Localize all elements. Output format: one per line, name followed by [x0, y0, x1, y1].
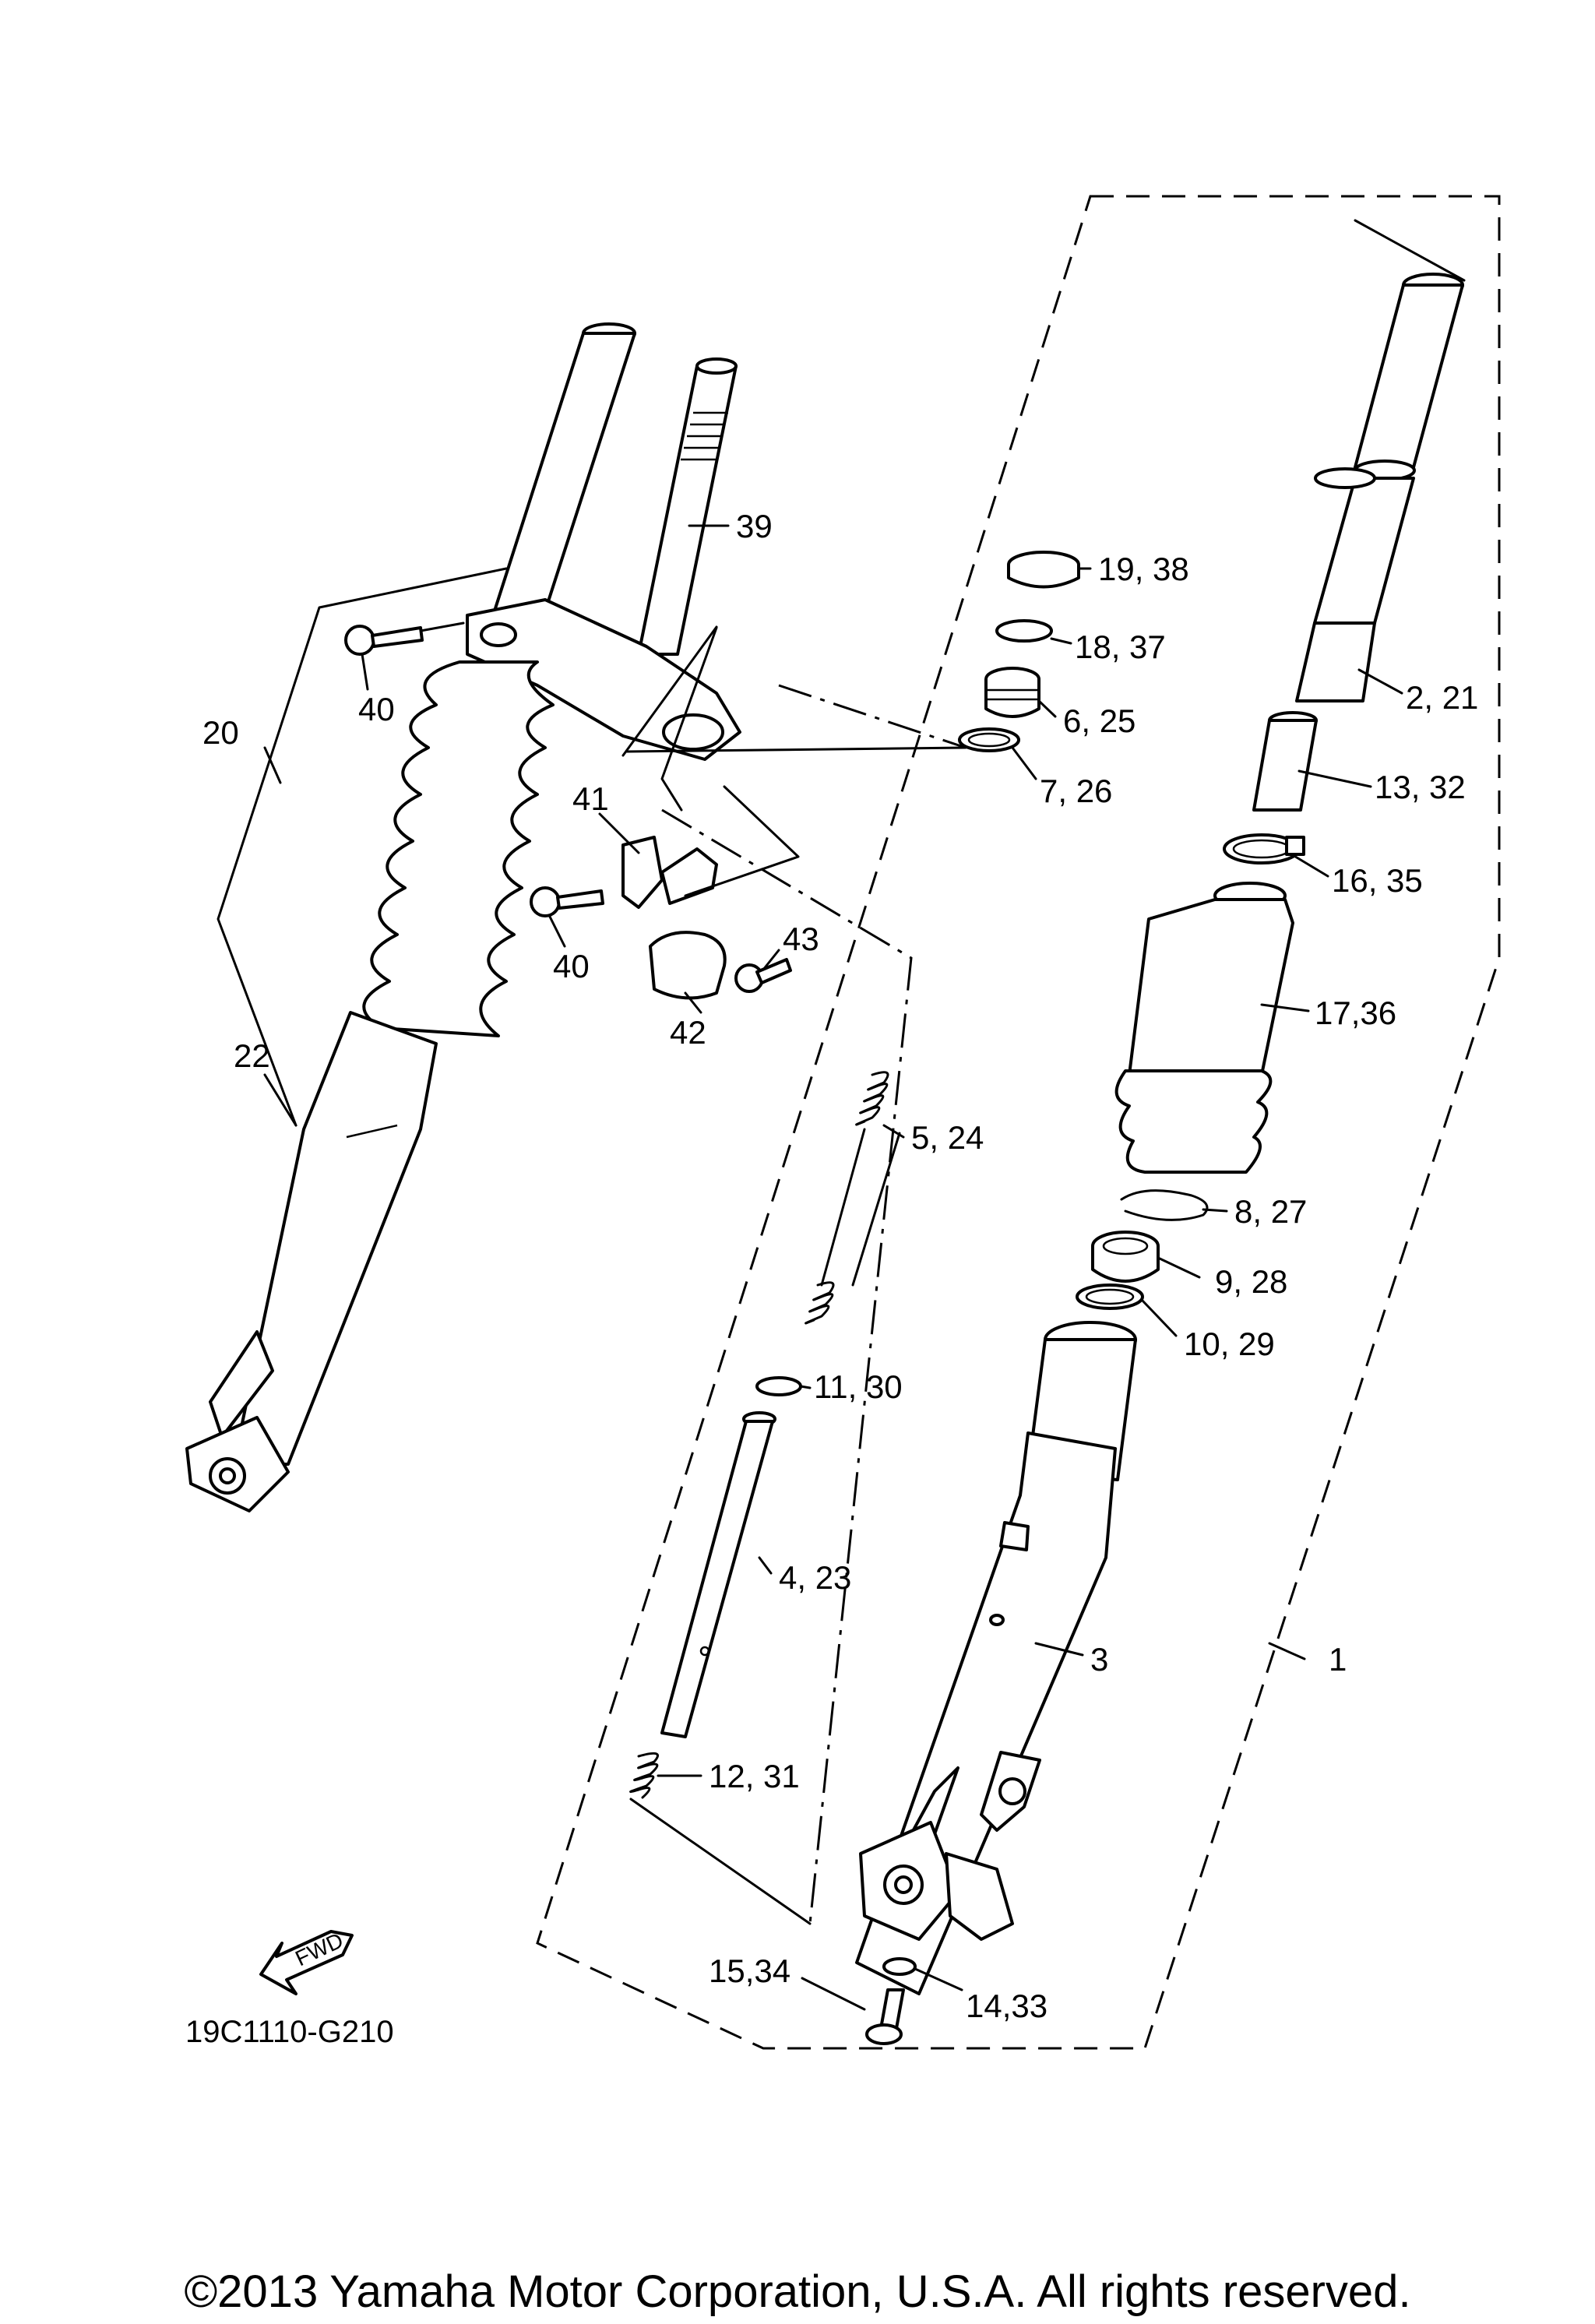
callout-15-34: 15,34 [709, 1953, 790, 1989]
callout-11-30: 11, 30 [814, 1368, 903, 1405]
link-lines [1354, 219, 1466, 282]
spring-5-24 [805, 1071, 901, 1325]
callout-42: 42 [670, 1014, 706, 1051]
guide-41 [621, 836, 718, 909]
callout-8-27: 8, 27 [1234, 1193, 1307, 1230]
inner-tube-2-21 [1295, 273, 1464, 702]
bushing-13-32 [1252, 711, 1318, 812]
assembled-fork-left [185, 322, 741, 1512]
spring-12-31 [629, 1752, 659, 1799]
callout-3: 3 [1090, 1641, 1108, 1678]
callout-40-upper: 40 [358, 691, 395, 727]
clamp-16-35 [1223, 833, 1305, 864]
callout-18-37: 18, 37 [1075, 629, 1166, 665]
boot-17-36 [1114, 882, 1294, 1174]
callout-13-32: 13, 32 [1375, 769, 1466, 805]
callout-17-36: 17,36 [1315, 995, 1396, 1031]
callout-1: 1 [1329, 1641, 1347, 1678]
diagram-code: 19C1110-G210 [185, 2015, 394, 2049]
washer-10-29 [1076, 1283, 1144, 1310]
bolt-40-upper [344, 625, 424, 656]
screw-43 [734, 958, 792, 993]
callout-16-35: 16, 35 [1332, 862, 1423, 899]
copyright-text: ©2013 Yamaha Motor Corporation, U.S.A. A… [184, 2266, 1410, 2317]
callout-5-24: 5, 24 [911, 1119, 984, 1156]
callout-6-25: 6, 25 [1063, 702, 1136, 739]
outer-tube-3 [855, 1321, 1137, 1995]
o-ring-7-26 [958, 727, 1020, 752]
callout-40-lower: 40 [553, 948, 590, 984]
ring-11-30 [755, 1376, 802, 1396]
ring-18-37 [995, 619, 1053, 643]
washer-14-33 [882, 1957, 917, 1976]
callout-12-31: 12, 31 [709, 1758, 800, 1794]
callout-leaders [263, 524, 1403, 2011]
callout-22: 22 [234, 1037, 270, 1074]
callout-4-23: 4, 23 [779, 1559, 851, 1596]
callout-43: 43 [783, 921, 819, 957]
callout-41: 41 [572, 780, 609, 817]
clamp-42 [649, 931, 727, 1000]
callout-20: 20 [202, 714, 239, 751]
callout-10-29: 10, 29 [1184, 1326, 1275, 1362]
callout-14-33: 14,33 [966, 1988, 1047, 2024]
callout-9-28: 9, 28 [1215, 1263, 1287, 1300]
damper-rod-4-23 [660, 1411, 776, 1738]
callout-39: 39 [736, 508, 773, 544]
bolt-15-34 [865, 1988, 905, 2045]
clip-8-27 [1120, 1189, 1209, 1221]
assembly-boundary [536, 195, 1501, 2050]
callout-7-26: 7, 26 [1040, 773, 1112, 809]
cap-bolt-6-25 [984, 667, 1040, 718]
cap-19-38 [1007, 551, 1080, 589]
callout-19-38: 19, 38 [1098, 551, 1189, 587]
callout-2-21: 2, 21 [1406, 679, 1478, 716]
fwd-arrow-icon: FWD [259, 1928, 354, 1995]
bolt-40-lower [530, 886, 604, 917]
oil-seal-9-28 [1091, 1231, 1160, 1283]
